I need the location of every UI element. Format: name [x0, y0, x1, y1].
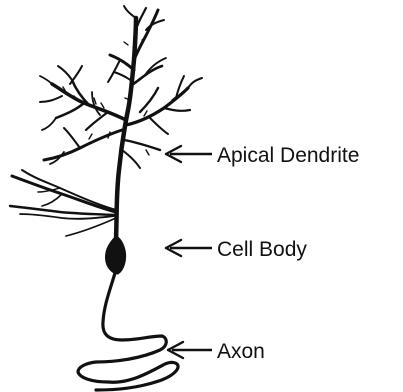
- label-axon: Axon: [217, 340, 265, 363]
- label-cell-body: Cell Body: [217, 238, 307, 261]
- label-apical-dendrite: Apical Dendrite: [217, 144, 359, 167]
- neuron-drawing: [10, 6, 202, 390]
- basal-dendrites: [10, 170, 116, 236]
- cell-body-soma: [105, 236, 125, 274]
- arrow-apical-dendrite-icon: [166, 146, 212, 162]
- apical-dendrite-tree: [40, 6, 202, 240]
- arrow-cell-body-icon: [166, 240, 212, 256]
- arrow-axon-icon: [168, 342, 212, 358]
- axon-fiber: [78, 273, 178, 390]
